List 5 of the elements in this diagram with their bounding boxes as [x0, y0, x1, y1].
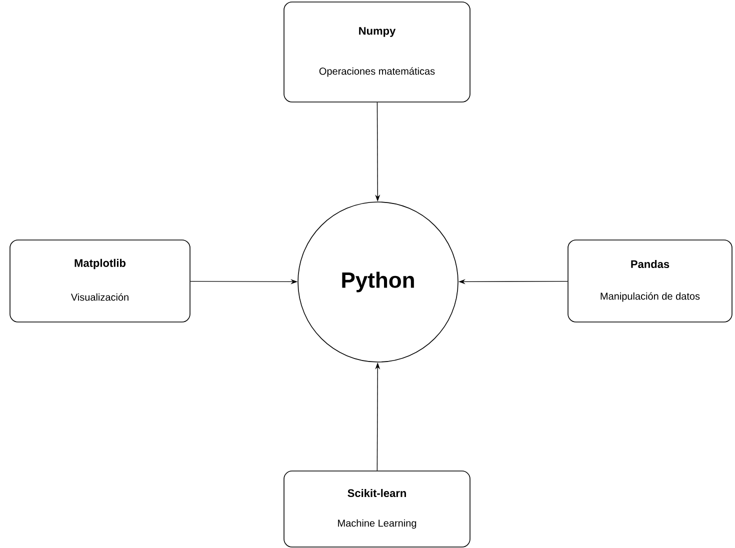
library-box: Scikit-learn Machine Learning	[284, 470, 470, 548]
library-box: Matplotlib Visualización	[10, 240, 190, 322]
library-box: Pandas Manipulación de datos	[568, 240, 732, 322]
library-box: Numpy Operaciones matemáticas	[284, 2, 470, 102]
circle-node: Python	[298, 202, 458, 362]
